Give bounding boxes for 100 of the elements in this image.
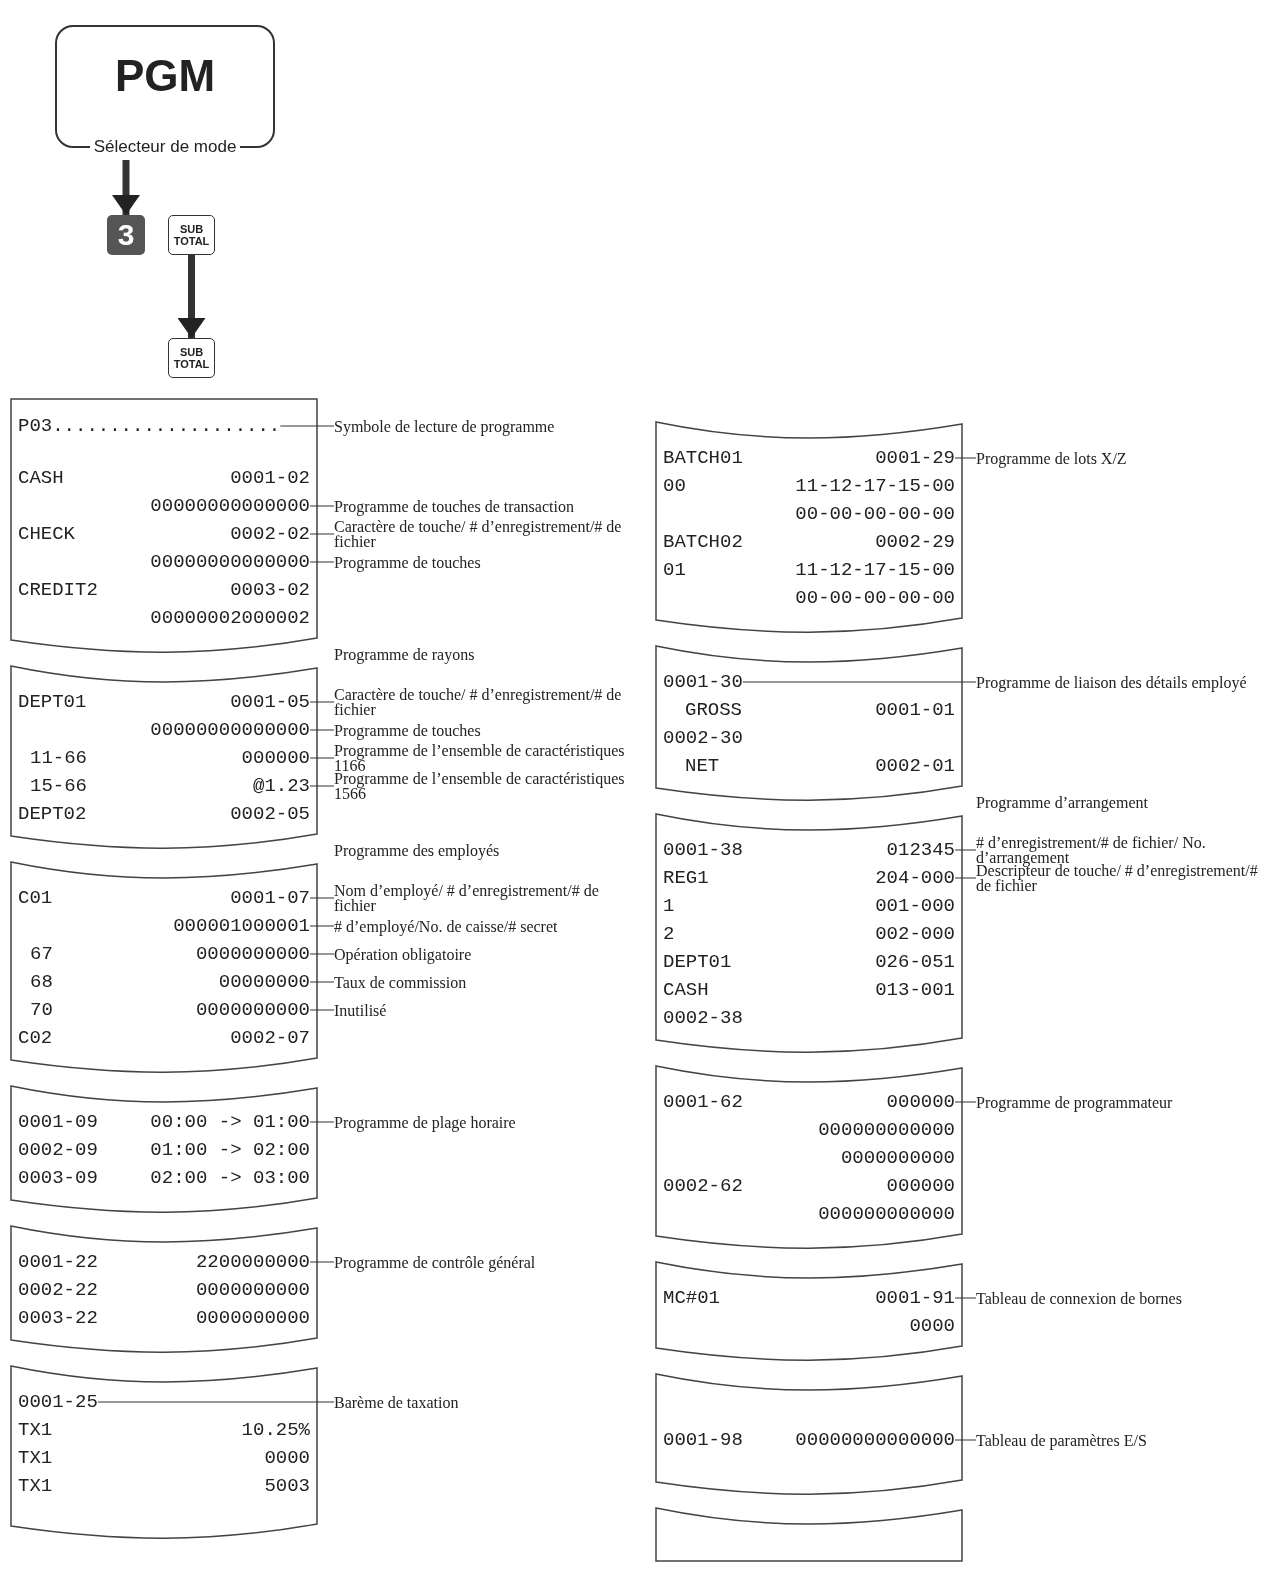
printed-text: GROSS	[685, 698, 742, 723]
heading-text: Programme des employés	[334, 842, 501, 859]
subtotal-key: SUB TOTAL	[168, 215, 215, 255]
printed-text: 0001-30	[663, 670, 743, 695]
annotation-text: Programme de contrôle général	[334, 1254, 634, 1270]
annotation-text: Taux de commission	[334, 974, 634, 990]
printed-text: TX1	[18, 1418, 53, 1443]
heading-text: Programme de rayons	[334, 646, 476, 663]
printed-text: 012345	[886, 838, 955, 863]
printed-text: 0001-07	[230, 886, 310, 911]
annotation-text: Programme de touches de transaction	[334, 498, 634, 514]
printed-text: P03....................	[18, 414, 281, 439]
printed-text: BATCH01	[663, 446, 743, 471]
annotation-text: Programme de plage horaire	[334, 1114, 634, 1130]
printed-text: 2	[663, 922, 675, 947]
printed-text: 0002-29	[875, 530, 955, 555]
printed-text: 0001-02	[230, 466, 310, 491]
leader-line	[309, 701, 335, 703]
leader-line	[309, 1261, 335, 1263]
annotation-text: Inutilisé	[334, 1002, 634, 1018]
printed-text: TX1	[18, 1474, 53, 1499]
leader-line	[97, 1401, 335, 1403]
printed-text: 013-001	[875, 978, 955, 1003]
printed-text: CHECK	[18, 522, 75, 547]
printed-text: 00000000000000	[150, 494, 310, 519]
leader-line	[309, 981, 335, 983]
leader-line	[954, 1297, 977, 1299]
printed-text: MC#01	[663, 1286, 720, 1311]
printed-text: 0002-09	[18, 1138, 98, 1163]
leader-line	[309, 785, 335, 787]
printed-text: 0001-25	[18, 1390, 98, 1415]
printed-text: 01:00 -> 02:00	[150, 1138, 310, 1163]
printed-text: 000000000000	[818, 1202, 955, 1227]
printed-text: 0002-07	[230, 1026, 310, 1051]
printed-text: 0003-09	[18, 1166, 98, 1191]
printed-text: 11-12-17-15-00	[795, 558, 955, 583]
annotation-text: Tableau de connexion de bornes	[976, 1290, 1268, 1306]
annotation-text: # d’employé/No. de caisse/# secret	[334, 918, 634, 934]
printed-text: 15-66	[30, 774, 87, 799]
subtotal-key: SUB TOTAL	[168, 338, 215, 378]
printed-text: 0000000000	[195, 1278, 310, 1303]
printed-text: 68	[30, 970, 53, 995]
printed-text: 026-051	[875, 950, 955, 975]
annotation-text: Programme de programmateur	[976, 1094, 1268, 1110]
annotation-text: Programme de touches	[334, 722, 634, 738]
printed-text: 0000	[264, 1446, 310, 1471]
printed-text: 0000	[909, 1314, 955, 1339]
printed-text: 67	[30, 942, 53, 967]
printed-text: C02	[18, 1026, 53, 1051]
printed-text: 0002-02	[230, 522, 310, 547]
printed-text: TX1	[18, 1446, 53, 1471]
printed-text: 0002-30	[663, 726, 743, 751]
printed-text: 0001-22	[18, 1250, 98, 1275]
printed-text: 002-000	[875, 922, 955, 947]
annotation-text: Symbole de lecture de programme	[334, 418, 634, 434]
printed-text: 00000000000000	[150, 718, 310, 743]
printed-text: 00000000	[218, 970, 310, 995]
printed-text: 001-000	[875, 894, 955, 919]
printed-text: 0000000000	[840, 1146, 955, 1171]
printed-text: 00000000000000	[795, 1428, 955, 1453]
printed-text: 0002-38	[663, 1006, 743, 1031]
leader-line	[309, 1121, 335, 1123]
printed-text: 70	[30, 998, 53, 1023]
printed-text: 0000000000	[195, 942, 310, 967]
printed-text: BATCH02	[663, 530, 743, 555]
printed-text: DEPT01	[18, 690, 87, 715]
printed-text: CASH	[663, 978, 709, 1003]
printed-text: 0001-05	[230, 690, 310, 715]
printed-text: 0001-09	[18, 1110, 98, 1135]
printed-text: 000001000001	[173, 914, 310, 939]
annotation-text: Caractère de touche/ # d’enregistrement/# de fichier	[334, 687, 634, 717]
leader-line	[954, 849, 977, 851]
printed-text: 01	[663, 558, 686, 583]
printed-text: 0002-05	[230, 802, 310, 827]
printed-text: 204-000	[875, 866, 955, 891]
annotation-text: Tableau de paramètres E/S	[976, 1432, 1268, 1448]
leader-line	[309, 897, 335, 899]
printed-text: C01	[18, 886, 53, 911]
leader-line	[309, 1009, 335, 1011]
printed-text: 5003	[264, 1474, 310, 1499]
number-key: 3	[107, 215, 145, 255]
printed-text: 02:00 -> 03:00	[150, 1166, 310, 1191]
printed-text: 00	[663, 474, 686, 499]
annotation-text: Programme de touches	[334, 554, 634, 570]
printed-text: 0001-38	[663, 838, 743, 863]
annotation-text: Nom d’employé/ # d’enregistrement/# de fichier	[334, 883, 634, 913]
leader-line	[279, 425, 335, 427]
printed-text: 11-66	[30, 746, 87, 771]
leader-line	[309, 757, 335, 759]
printed-text: 0003-02	[230, 578, 310, 603]
leader-line	[954, 1439, 977, 1441]
leader-line	[954, 457, 977, 459]
printed-text: 0000000000	[195, 998, 310, 1023]
leader-line	[309, 953, 335, 955]
mode-name-text: PGM	[113, 51, 217, 101]
leader-line	[309, 533, 335, 535]
printed-text: 0001-98	[663, 1428, 743, 1453]
printed-text: 0001-91	[875, 1286, 955, 1311]
printed-text: 00000002000002	[150, 606, 310, 631]
printed-text: 10.25%	[241, 1418, 310, 1443]
